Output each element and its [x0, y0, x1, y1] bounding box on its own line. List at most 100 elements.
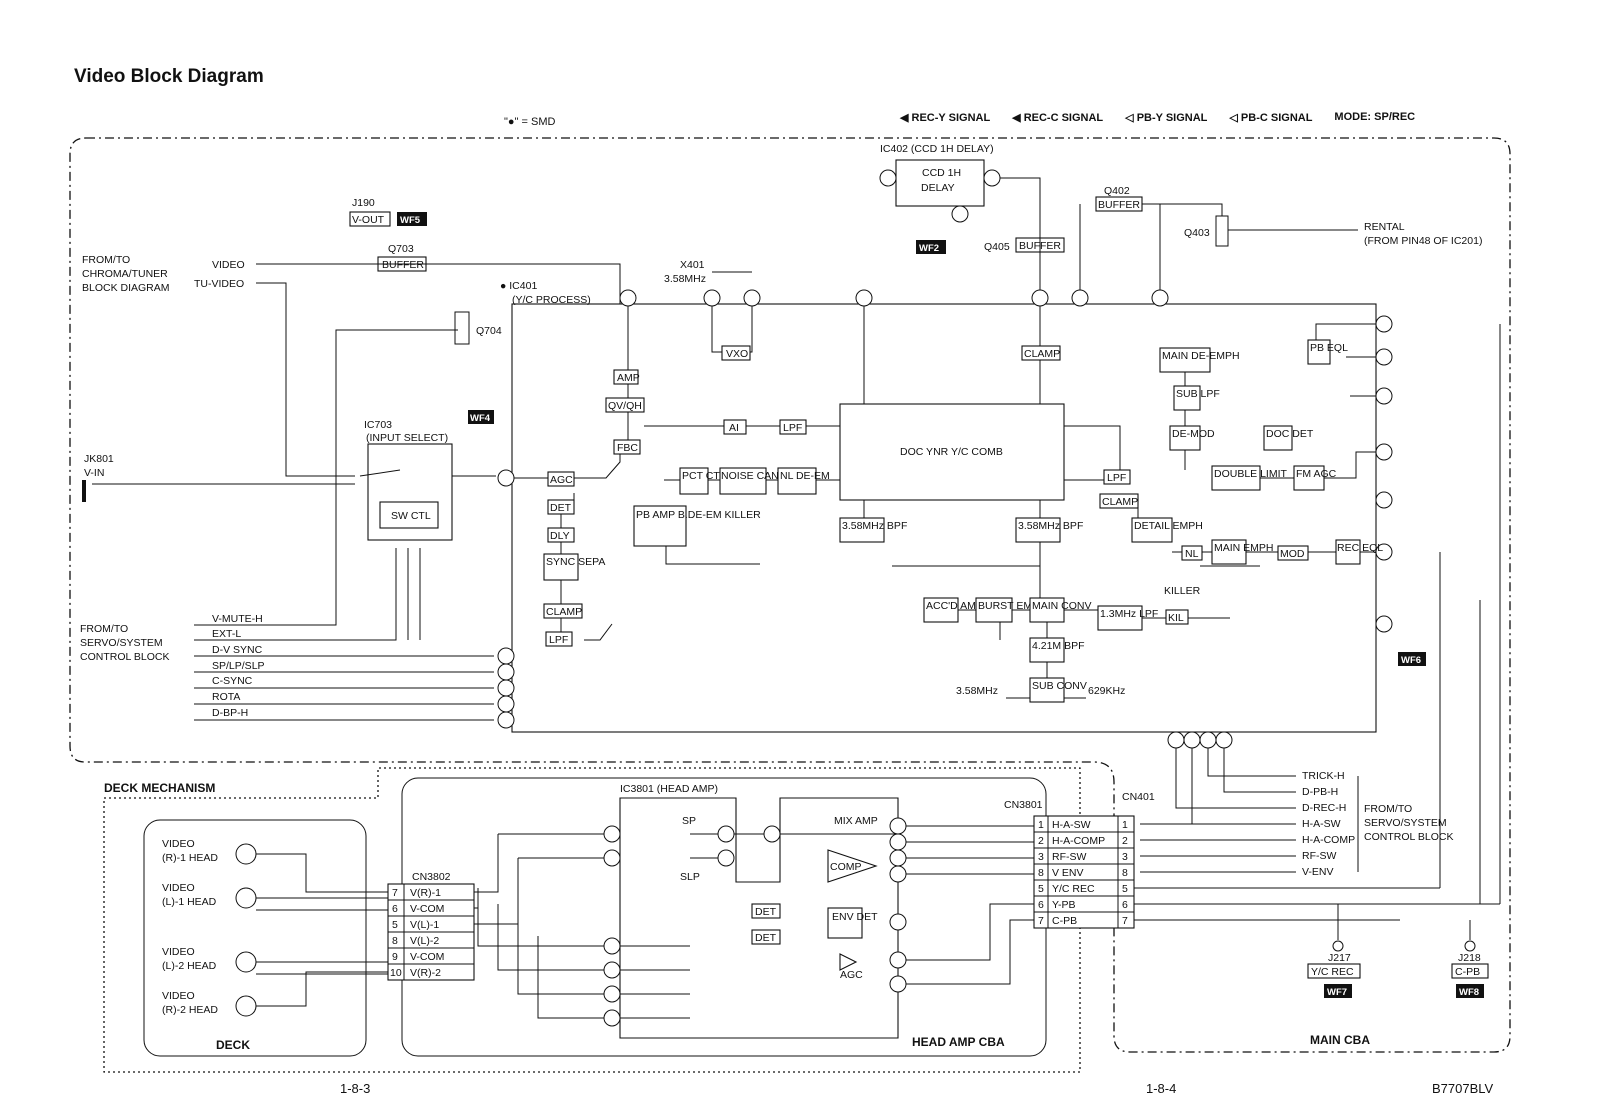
signal-h-a-comp: H-A-COMP — [1302, 834, 1355, 846]
deck-mechanism-label: DECK MECHANISM — [104, 781, 215, 795]
cn3802-grid — [388, 884, 474, 980]
block-det: DET — [550, 502, 572, 514]
right-cn-wires — [1134, 324, 1501, 940]
ic703-label: IC703 — [364, 419, 392, 431]
wf6-tag — [1398, 652, 1426, 666]
ic3801-label: IC3801 (HEAD AMP) — [620, 783, 718, 795]
half-outline-arrow-icon: ◁ — [1229, 112, 1238, 124]
c-pb-label: C-PB — [1455, 966, 1480, 978]
signal-sp-lp-slp: SP/LP/SLP — [212, 660, 265, 672]
wf5-label: WF5 — [400, 215, 421, 226]
block-bpf-1: 3.58MHz BPF — [842, 520, 907, 532]
cn3801-pin: 7 — [1038, 915, 1044, 927]
block-lpf-3: LPF — [1107, 472, 1126, 484]
cn3801-pin: 1 — [1038, 819, 1044, 831]
deck-mechanism-outline — [103, 767, 1081, 1073]
yc-rec-label: Y/C REC — [1311, 966, 1354, 978]
mix-amp-label: MIX AMP — [834, 815, 878, 827]
block-13mhz-lpf: 1.3MHz LPF — [1100, 608, 1158, 620]
cn3802-pin: 5 — [392, 919, 398, 931]
signal-rf-sw: RF-SW — [1302, 850, 1336, 862]
agc-amp — [839, 953, 858, 971]
ic401-label: ● IC401 — [500, 280, 537, 292]
cn3801-name: H-A-COMP — [1052, 835, 1105, 847]
head-label: VIDEO — [162, 882, 195, 894]
block-rec-eql: REC EQL — [1337, 542, 1383, 554]
head-amp-cba-label: HEAD AMP CBA — [912, 1035, 1005, 1049]
block-bpf-2: 3.58MHz BPF — [1018, 520, 1083, 532]
block-main-conv: MAIN CONV — [1032, 600, 1092, 612]
cn3801-table — [1033, 815, 1135, 929]
cn3801-pin: 6 — [1038, 899, 1044, 911]
cn3801-name: V ENV — [1052, 867, 1084, 879]
x401-freq: 3.58MHz — [664, 273, 706, 285]
j217-label: J217 — [1328, 952, 1351, 964]
legend-label: PB-Y SIGNAL — [1136, 112, 1208, 124]
env-det-label: ENV DET — [832, 911, 878, 923]
footer-right-page: 1-8-4 — [1146, 1081, 1176, 1096]
cn3801-name: C-PB — [1052, 915, 1077, 927]
cn3801-name: RF-SW — [1052, 851, 1086, 863]
block-main-de-emph: MAIN DE-EMPH — [1162, 350, 1240, 362]
signal-v-mute-h: V-MUTE-H — [212, 613, 263, 625]
cn401-pin: 6 — [1122, 899, 1128, 911]
legend-label: REC-Y SIGNAL — [911, 112, 991, 124]
chroma-group-line-2: CHROMA/TUNER — [82, 268, 168, 280]
signal-d-bp-h: D-BP-H — [212, 707, 248, 719]
deck-label: DECK — [216, 1038, 250, 1052]
legend-item-pb-y: ◁ PB-Y SIGNAL — [1125, 111, 1207, 124]
comp-label: COMP — [830, 861, 862, 873]
legend-label: PB-C SIGNAL — [1240, 112, 1313, 124]
jack-icon — [82, 480, 86, 502]
x401-label: X401 — [680, 259, 705, 271]
block-fm-agc: FM AGC — [1296, 468, 1337, 480]
block-agc: AGC — [550, 474, 573, 486]
rental-label: RENTAL — [1364, 221, 1405, 233]
video-heads: VIDEO (R)-1 HEAD VIDEO (L)-1 HEAD VIDEO … — [162, 838, 257, 1017]
doc-ynr-block — [839, 403, 1065, 501]
cn3802-name: V(L)-1 — [410, 919, 439, 931]
sw-ctl-block — [379, 501, 439, 529]
half-filled-arrow-icon: ◀ — [1012, 112, 1021, 124]
head-coil-icon — [235, 843, 257, 865]
legend-item-rec-c: ◀ REC-C SIGNAL — [1012, 111, 1103, 124]
freq-629-label: 629KHz — [1088, 685, 1125, 697]
block-doc-det: DOC DET — [1266, 428, 1314, 440]
det-label-2: DET — [755, 932, 777, 944]
legend-item-rec-y: ◀ REC-Y SIGNAL — [900, 111, 990, 124]
cn3802-pin: 10 — [390, 967, 402, 979]
block-dly: DLY — [550, 530, 570, 542]
vxo-label: VXO — [726, 348, 748, 360]
ic401-inner-blocks: AMP QV/QH FBC AGC DET DLY SYNC SEPA CLAM… — [543, 339, 1383, 703]
legend-item-pb-c: ◁ PB-C SIGNAL — [1229, 111, 1312, 124]
footer-left-page: 1-8-3 — [340, 1081, 370, 1096]
cn3802-name: V(R)-1 — [410, 887, 441, 899]
video-signal-label: VIDEO — [212, 259, 245, 271]
block-clamp: CLAMP — [546, 606, 582, 618]
tu-video-signal-label: TU-VIDEO — [194, 278, 244, 290]
cn3801-name: H-A-SW — [1052, 819, 1091, 831]
block-main-emph: MAIN EMPH — [1214, 542, 1274, 554]
cn401-pin: 3 — [1122, 851, 1128, 863]
doc-ynr-label: DOC YNR Y/C COMB — [900, 446, 1003, 458]
ccd-line-1: CCD 1H — [922, 167, 961, 179]
wf2-label: WF2 — [919, 243, 939, 254]
ic401-internal-wires — [514, 306, 1376, 699]
cn3801-name: Y-PB — [1052, 899, 1076, 911]
servo-right-signals: TRICK-H D-PB-H D-REC-H H-A-SW H-A-COMP R… — [1302, 770, 1355, 878]
servo-left-signals: V-MUTE-H EXT-L D-V SYNC SP/LP/SLP C-SYNC… — [212, 613, 265, 719]
det-label-1: DET — [755, 906, 777, 918]
head-label: VIDEO — [162, 946, 195, 958]
block-pb-amp: PB AMP B.DE-EM KILLER — [636, 509, 761, 521]
env-det-block — [827, 907, 863, 939]
ic402-pin-3 — [983, 169, 1001, 187]
jk801-label: JK801 — [84, 453, 114, 465]
signal-ext-l: EXT-L — [212, 628, 241, 640]
ic401-pins — [497, 289, 1393, 749]
block-pb-eql: PB EQL — [1310, 342, 1348, 354]
outline-arrow-icon: ◁ — [1125, 112, 1134, 124]
block-qv-qh: QV/QH — [608, 400, 642, 412]
cn3802-name: V(L)-2 — [410, 935, 439, 947]
wf2-tag — [916, 240, 946, 254]
